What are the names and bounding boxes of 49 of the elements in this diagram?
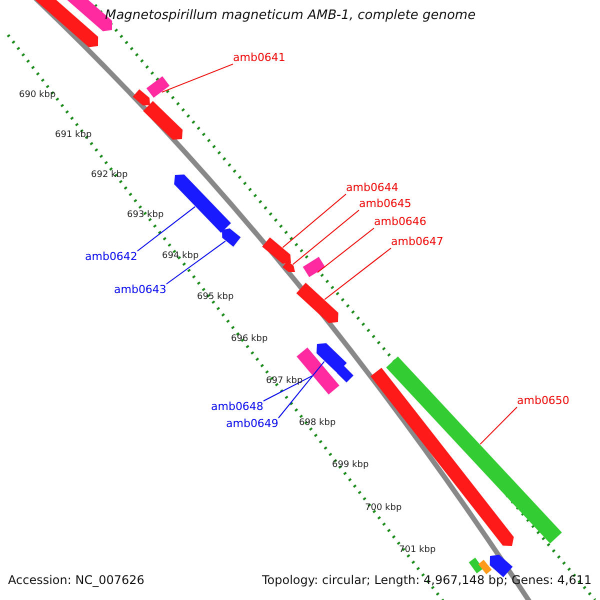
gene-segment xyxy=(478,560,492,574)
gene-label: amb0650 xyxy=(517,395,570,408)
gene-segment xyxy=(143,101,183,140)
gene-label: amb0647 xyxy=(391,236,444,248)
leader-line xyxy=(161,64,234,93)
leader-line xyxy=(480,406,518,445)
gene-segment xyxy=(296,282,338,324)
gene-segment xyxy=(337,366,354,382)
gene-label: amb0641 xyxy=(233,52,286,64)
tick-label: 690 kbp xyxy=(19,91,56,101)
leader-line xyxy=(282,194,346,248)
leader-line xyxy=(324,248,392,300)
tick-label: 701 kbp xyxy=(399,546,436,556)
gene-segment xyxy=(146,76,170,98)
tick-label: 699 kbp xyxy=(332,461,369,471)
tick-label: 697 kbp xyxy=(266,377,303,387)
gene-segment xyxy=(174,174,231,233)
tick-label: 691 kbp xyxy=(55,131,92,141)
info-text: Accession: NC_007626 xyxy=(8,574,144,588)
gene-label: amb0644 xyxy=(346,182,398,194)
gene-segment xyxy=(35,0,98,48)
tick-label: 696 kbp xyxy=(231,335,268,345)
info-text: Topology: circular; Length: 4,967,148 bp; Genes: 4,611 xyxy=(262,574,592,588)
leader-line xyxy=(316,228,374,273)
gene-label: amb0646 xyxy=(374,216,426,228)
gene-segment xyxy=(222,228,241,247)
gene-label: amb0648 xyxy=(211,401,264,414)
leader-line xyxy=(262,375,313,402)
title: Magnetospirillum magneticum AMB-1, complete genome xyxy=(105,9,476,24)
leader-line xyxy=(166,240,226,284)
gene-segment xyxy=(316,343,347,373)
tick-label: 694 kbp xyxy=(162,252,199,262)
tick-label: 692 kbp xyxy=(91,171,128,181)
leader-line xyxy=(136,206,196,252)
gene-label: amb0642 xyxy=(85,251,138,264)
gene-segment xyxy=(132,89,150,106)
leader-line xyxy=(292,210,360,265)
gene-segment xyxy=(282,260,295,272)
gene-segment xyxy=(262,237,291,264)
leader-line xyxy=(278,360,325,418)
tick-label: 700 kbp xyxy=(365,504,402,514)
gene-segment xyxy=(302,256,326,278)
tick-label: 695 kbp xyxy=(197,293,234,303)
tick-label: 698 kbp xyxy=(299,419,336,429)
gene-label: amb0643 xyxy=(114,284,166,296)
tick-label: 693 kbp xyxy=(127,211,164,221)
gene-label: amb0649 xyxy=(226,418,278,430)
gene-label: amb0645 xyxy=(359,198,412,210)
gene-segment xyxy=(468,558,484,574)
